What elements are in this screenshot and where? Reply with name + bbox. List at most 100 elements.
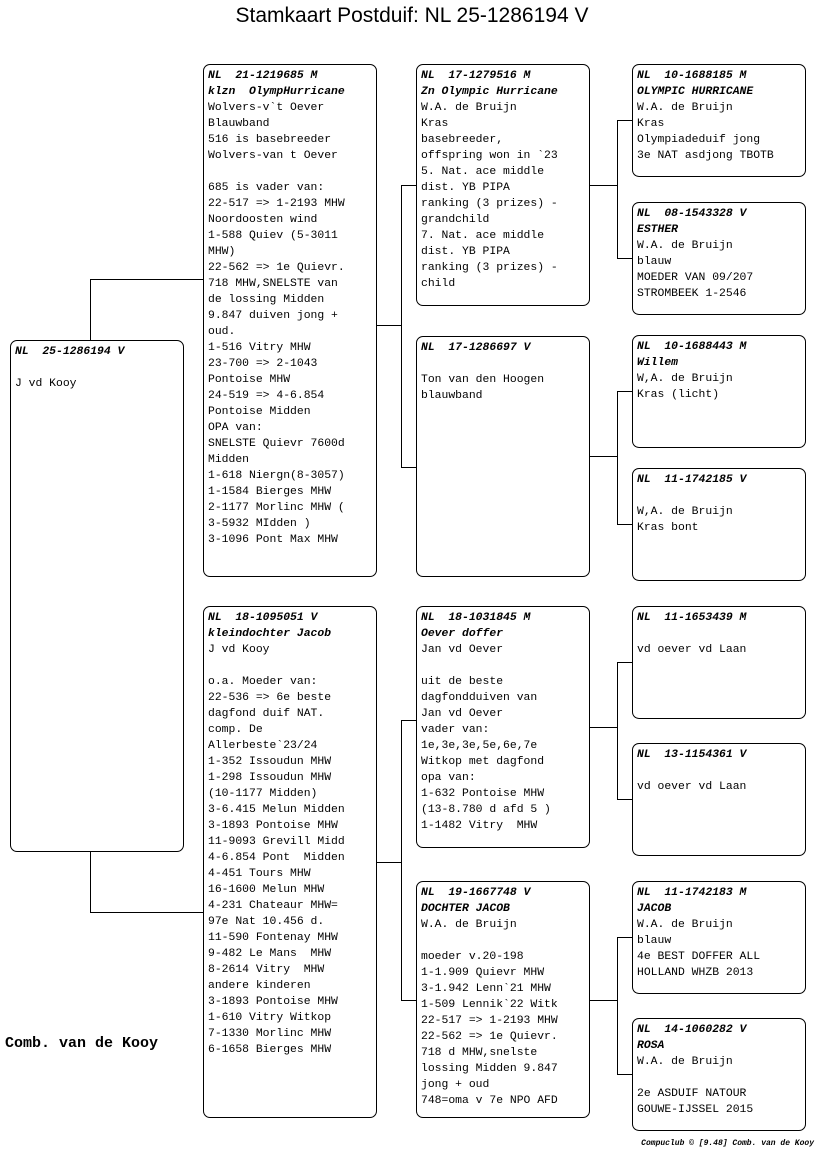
pigeon-info-line: opa van:: [421, 772, 476, 784]
pigeon-name: DOCHTER JACOB: [421, 903, 510, 915]
pigeon-info-line: MHW): [208, 246, 236, 258]
pigeon-info-line: 1-610 Vitry Witkop: [208, 1012, 332, 1024]
pigeon-info-line: 22-562 => 1e Quievr.: [421, 1031, 558, 1043]
pigeon-info-line: 3-1096 Pont Max MHW: [208, 534, 338, 546]
pigeon-info-line: 24-519 => 4-6.854: [208, 390, 325, 402]
pigeon-info-line: 3-6.415 Melun Midden: [208, 804, 345, 816]
pigeon-info-line: 8-2614 Vitry MHW: [208, 964, 325, 976]
pigeon-info-line: (10-1177 Midden): [208, 788, 318, 800]
connector-line: [401, 185, 402, 468]
pigeon-info-line: 7-1330 Morlinc MHW: [208, 1028, 332, 1040]
pigeon-info-line: basebreeder,: [421, 134, 504, 146]
pigeon-info-line: de lossing Midden: [208, 294, 325, 306]
pigeon-info-line: Wolvers-v`t Oever: [208, 102, 325, 114]
ring-number: NL 17-1279516 M: [421, 70, 531, 82]
pigeon-info-line: 2-1177 Morlinc MHW (: [208, 502, 345, 514]
ring-number: NL 25-1286194 V: [15, 346, 125, 358]
pigeon-card-great-grandparent-5[interactable]: NL 11-1653439 M vd oever vd Laan: [632, 606, 806, 719]
pigeon-info-line: 3e NAT asdjong TBOTB: [637, 150, 774, 162]
pigeon-info-line: W,A. de Bruijn: [637, 373, 733, 385]
pigeon-name: [637, 488, 805, 504]
pigeon-info-line: 4-231 Chateaur MHW=: [208, 900, 338, 912]
pigeon-info-line: STROMBEEK 1-2546: [637, 288, 747, 300]
connector-line: [617, 662, 632, 663]
pigeon-name: Oever doffer: [421, 628, 504, 640]
pigeon-name: ESTHER: [637, 224, 679, 236]
connector-line: [617, 937, 618, 1075]
pigeon-info-line: vd oever vd Laan: [637, 644, 747, 656]
pigeon-info-line: 1-632 Pontoise MHW: [421, 788, 545, 800]
pigeon-info-line: moeder v.20-198: [421, 951, 524, 963]
pigeon-info-line: 2e ASDUIF NATOUR: [637, 1088, 747, 1100]
pigeon-info-line: 4-6.854 Pont Midden: [208, 852, 345, 864]
pigeon-info-line: ranking (3 prizes) -: [421, 198, 558, 210]
pigeon-name: ROSA: [637, 1040, 665, 1052]
ring-number: NL 21-1219685 M: [208, 70, 318, 82]
connector-line: [90, 912, 203, 913]
pigeon-info-line: W.A. de Bruijn: [421, 102, 517, 114]
pigeon-info-line: W.A. de Bruijn: [637, 240, 733, 252]
pigeon-info-line: grandchild: [421, 214, 490, 226]
pigeon-info-line: 685 is vader van:: [208, 182, 325, 194]
pigeon-info-line: Allerbeste`23/24: [208, 740, 318, 752]
pigeon-info-line: 11-9093 Grevill Midd: [208, 836, 345, 848]
pigeon-info-line: 3-5932 MIdden ): [208, 518, 311, 530]
ring-number: NL 17-1286697 V: [421, 342, 531, 354]
pigeon-info-line: Midden: [208, 454, 250, 466]
pigeon-name: Willem: [637, 357, 679, 369]
pigeon-info-line: dist. YB PIPA: [421, 246, 510, 258]
pigeon-info-line: jong + oud: [421, 1079, 490, 1091]
pigeon-info-line: vader van:: [421, 724, 490, 736]
ring-number: NL 18-1031845 M: [421, 612, 531, 624]
pigeon-info-line: Pontoise Midden: [208, 406, 311, 418]
page-title: Stamkaart Postduif: NL 25-1286194 V: [235, 4, 589, 27]
pigeon-info-line: Jan vd Oever: [421, 708, 504, 720]
connector-line: [617, 258, 632, 259]
pigeon-info-line: 516 is basebreeder: [208, 134, 332, 146]
connector-line: [590, 727, 617, 728]
pigeon-name: [637, 763, 805, 779]
pigeon-info-line: W.A. de Bruijn: [637, 919, 733, 931]
pigeon-info-line: Kras: [637, 118, 665, 130]
pigeon-info-line: ranking (3 prizes) -: [421, 262, 558, 274]
pigeon-info-line: 3-1.942 Lenn`21 MHW: [421, 983, 551, 995]
pigeon-info-line: dist. YB PIPA: [421, 182, 510, 194]
connector-line: [401, 720, 402, 1001]
connector-line: [90, 852, 91, 912]
connector-line: [617, 937, 632, 938]
connector-line: [377, 862, 401, 863]
pigeon-name: OLYMPIC HURRICANE: [637, 86, 754, 98]
pigeon-info-line: 1e,3e,3e,5e,6e,7e: [421, 740, 538, 752]
pigeon-info-line: 11-590 Fontenay MHW: [208, 932, 338, 944]
pigeon-info-line: 9.847 duiven jong +: [208, 310, 338, 322]
connector-line: [617, 662, 618, 800]
pigeon-info-line: SNELSTE Quievr 7600d: [208, 438, 345, 450]
pigeon-info-line: HOLLAND WHZB 2013: [637, 967, 754, 979]
connector-line: [617, 391, 618, 525]
ring-number: NL 11-1653439 M: [637, 612, 747, 624]
pigeon-info-line: W.A. de Bruijn: [637, 1056, 733, 1068]
connector-line: [617, 524, 632, 525]
ring-number: NL 19-1667748 V: [421, 887, 531, 899]
pigeon-name: klzn OlympHurricane: [208, 86, 345, 98]
pigeon-info-line: 1-298 Issoudun MHW: [208, 772, 332, 784]
pigeon-info-line: 1-588 Quiev (5-3011: [208, 230, 338, 242]
pigeon-name: JACOB: [637, 903, 672, 915]
pigeon-info-line: comp. De: [208, 724, 263, 736]
ring-number: NL 18-1095051 V: [208, 612, 318, 624]
pigeon-info-line: o.a. Moeder van:: [208, 676, 318, 688]
